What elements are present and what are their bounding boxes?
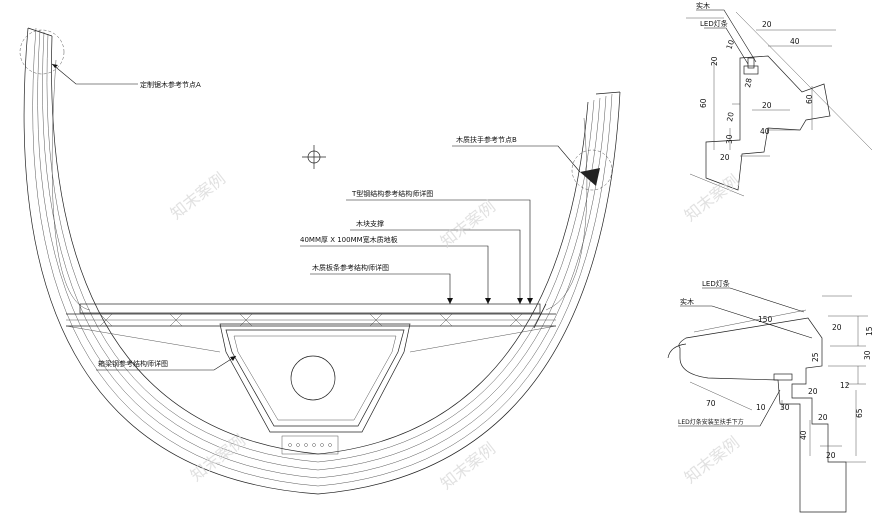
detail-a-label-solid-wood: 实木 [696,1,710,10]
label-custom-wood-a: 定制锯木参考节点A [140,80,201,89]
detail-b: LED灯条 实木 LED灯条安装至扶手下方 150 15 20 30 25 12… [667,279,874,513]
led-slot [743,65,759,75]
watermark-text: 知末案例 [187,431,249,485]
dim-b-2: 20 [832,323,842,332]
handrail-profile-icon [580,168,600,186]
dim-b-7: 70 [706,399,716,408]
detail-b-led-slot [773,373,793,381]
detail-a-profile [705,55,831,191]
detail-b-label-led-note: LED灯条安装至扶手下方 [678,418,744,426]
curved-shell [23,27,621,495]
label-wood-floor: 40MM厚 X 100MM宽木质地板 [300,235,398,244]
detail-a-label-led: LED灯条 [700,19,728,28]
main-section: 定制锯木参考节点A 木质扶手参考节点B T型钢结构参考结构师详图 木块支撑 40… [19,27,621,495]
watermark-text: 知末案例 [681,171,743,225]
dim-a-1: 40 [790,37,800,46]
detail-b-label-led: LED灯条 [702,279,730,288]
dim-b-10: 20 [818,413,828,422]
crosshair-icon [302,145,326,169]
dim-b-1: 15 [865,326,874,336]
box-beam [219,323,411,455]
callout-circle-b [571,149,613,191]
dim-a-4: 28 [743,77,754,88]
dim-a-11: 20 [720,153,730,162]
watermark-text: 知末案例 [681,433,743,487]
dim-a-5: 20 [762,101,772,110]
dim-b-9: 30 [780,403,790,412]
label-wood-strip: 木质板条参考结构师详图 [312,263,389,272]
label-box-beam: 箱梁钢参考结构师详图 [98,359,168,368]
watermark-text: 知末案例 [437,439,499,493]
dim-b-8: 10 [756,403,766,412]
detail-b-dimensions [689,295,868,463]
dim-b-11: 65 [855,408,864,418]
watermarks: 知末案例 知末案例 知末案例 知末案例 知末案例 知末案例 [167,169,743,493]
dim-a-6: 60 [699,98,708,108]
label-t-steel: T型钢结构参考结构师详图 [351,189,433,198]
leader-lines [51,63,581,371]
dim-b-4: 25 [811,352,820,362]
dim-a-7: 60 [805,94,814,104]
floor-deck [65,303,557,353]
detail-a-dimensions [713,29,836,157]
dim-a-0: 20 [762,20,772,29]
dim-a-2: 10 [724,38,736,50]
detail-b-profile [678,317,847,513]
dim-a-9: 30 [725,134,734,144]
detail-a: 实木 LED灯条 20 40 10 20 28 20 60 60 20 30 4… [686,1,873,197]
dim-a-10: 40 [760,127,770,136]
watermark-text: 知末案例 [167,169,229,223]
dim-b-0: 150 [758,315,773,324]
beam-circle [290,355,336,401]
dim-a-3: 20 [710,56,719,66]
label-wood-support: 木块支撑 [356,219,384,228]
watermark-text: 知末案例 [437,197,499,251]
callout-circle-a [19,29,65,75]
dim-b-5: 12 [840,381,850,390]
dim-b-13: 20 [826,451,836,460]
detail-b-label-solid-wood: 实木 [680,297,694,306]
dim-a-8: 20 [725,111,736,122]
dim-b-3: 30 [863,350,872,360]
dim-b-6: 20 [808,387,818,396]
label-wood-handrail-b: 木质扶手参考节点B [456,135,517,144]
dim-b-12: 40 [799,430,808,440]
